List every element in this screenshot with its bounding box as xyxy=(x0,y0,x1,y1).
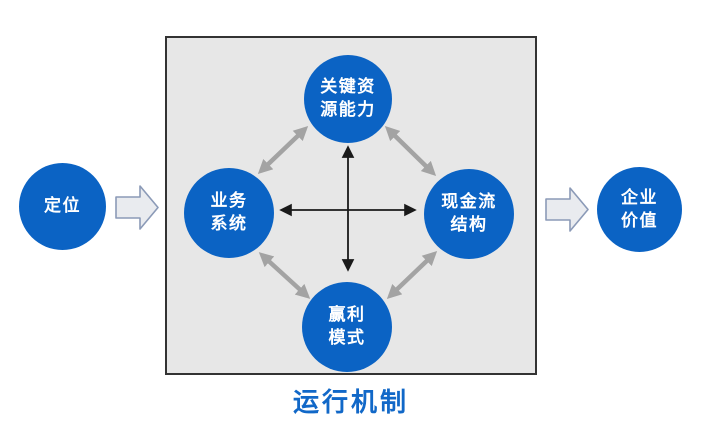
node-enterprise-value-label-line1: 企业 xyxy=(621,187,658,207)
node-key-resources-label-line2: 源能力 xyxy=(320,100,376,119)
node-positioning: 定位 xyxy=(19,163,106,250)
node-cash-flow-label-line2: 结构 xyxy=(450,215,488,234)
node-profit-model: 赢利 模式 xyxy=(302,282,392,372)
node-key-resources: 关键资 源能力 xyxy=(304,55,392,143)
input-block-arrow xyxy=(115,185,159,230)
node-cash-flow-label-line1: 现金流 xyxy=(441,192,497,212)
node-positioning-label: 定位 xyxy=(44,196,81,216)
node-key-resources-label-line1: 关键资 xyxy=(320,77,376,97)
node-business-system-label-line2: 系统 xyxy=(210,214,248,233)
node-business-system-label-line1: 业务 xyxy=(210,191,248,211)
mechanism-title: 运行机制 xyxy=(292,387,409,417)
output-block-arrow xyxy=(545,187,589,232)
node-profit-model-label-line2: 模式 xyxy=(328,328,366,347)
node-business-system: 业务 系统 xyxy=(184,168,274,258)
node-profit-model-label-line1: 赢利 xyxy=(328,305,366,325)
node-cash-flow: 现金流 结构 xyxy=(424,169,514,259)
node-enterprise-value: 企业 价值 xyxy=(597,167,682,252)
node-enterprise-value-label-line2: 价值 xyxy=(621,210,658,230)
